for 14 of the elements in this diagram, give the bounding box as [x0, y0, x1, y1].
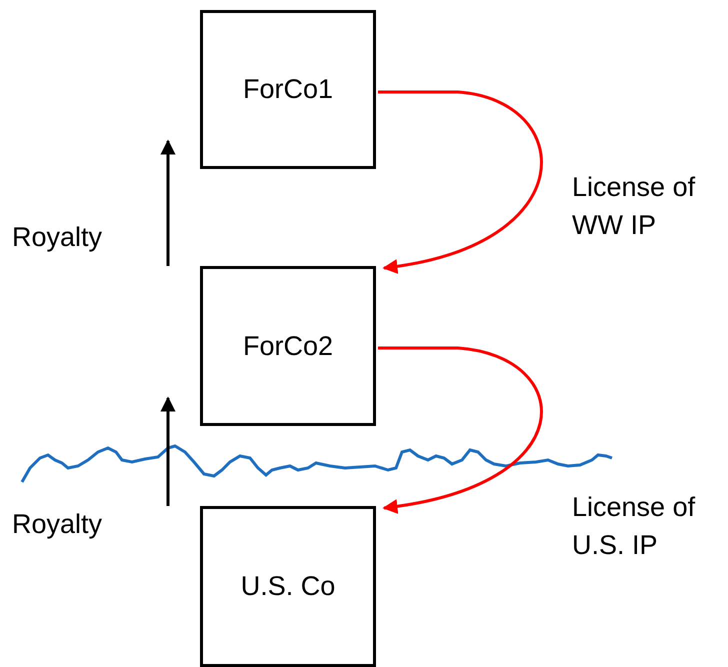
entity-box: [200, 10, 376, 169]
edge-label: License of WW IP: [572, 171, 696, 242]
arrow: [160, 396, 176, 506]
entity-name: U.S. Co: [240, 571, 336, 602]
edge-label: Royalty: [12, 508, 104, 541]
entity-box: [200, 266, 376, 426]
entity-box: [200, 506, 376, 667]
entity-name: ForCo1: [242, 74, 334, 105]
arrow: [160, 140, 176, 266]
entity-name: ForCo2: [242, 330, 334, 362]
edge-label: License of U.S. IP: [572, 491, 696, 562]
arrow: [378, 346, 542, 514]
arrow: [378, 90, 542, 274]
edge-label: Royalty: [12, 221, 104, 254]
